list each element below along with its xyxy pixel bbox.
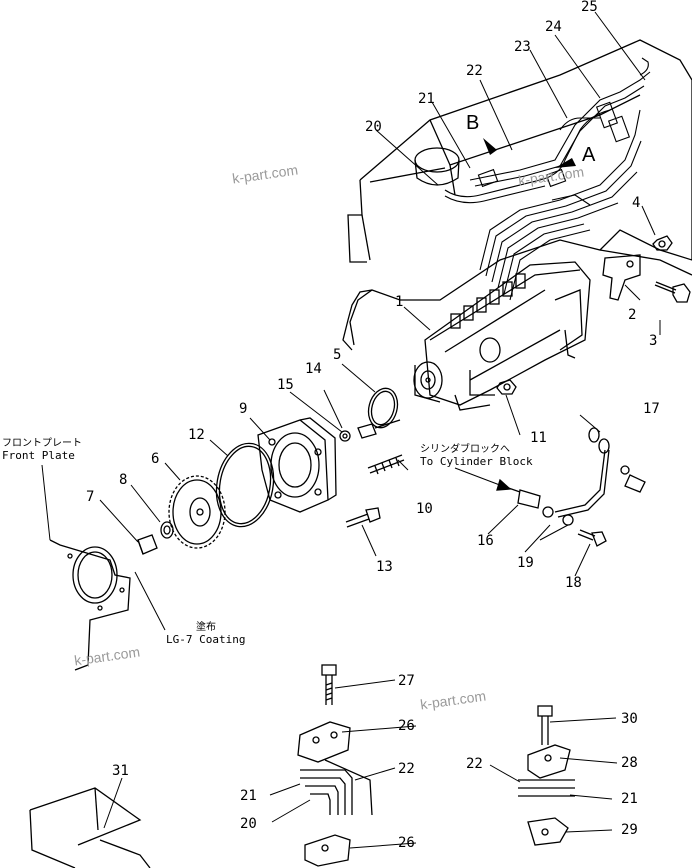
bolt-30 — [537, 705, 553, 745]
callout-7: 7 — [86, 489, 95, 505]
callout-12: 12 — [188, 427, 205, 443]
callout-14: 14 — [305, 361, 322, 377]
clamp-28 — [527, 744, 571, 779]
stud-bolt — [367, 454, 405, 475]
clamp-lower — [304, 834, 351, 867]
callout-22: 22 — [466, 63, 483, 79]
callout-22b: 22 — [398, 761, 415, 777]
pipe-set — [300, 759, 373, 816]
callout-28: 28 — [621, 755, 638, 771]
engine-block — [342, 39, 692, 351]
pipe-set-right — [518, 779, 575, 797]
cylinder-block-arrow-line — [454, 467, 506, 488]
callout-18: 18 — [565, 575, 582, 591]
tool-31 — [29, 787, 151, 868]
callout-27: 27 — [398, 673, 415, 689]
view-b-arrow-icon — [483, 138, 497, 155]
clamp-29 — [527, 817, 569, 846]
callout-20b: 20 — [240, 816, 257, 832]
bracket — [602, 254, 641, 301]
o-ring-inner — [370, 390, 396, 426]
bolt — [577, 529, 607, 547]
coating-label: LG-7 Coating — [166, 633, 246, 646]
callout-13: 13 — [376, 559, 393, 575]
cylinder-block-label: To Cylinder Block — [420, 455, 533, 468]
callout-25: 25 — [581, 0, 598, 15]
fuel-return-line — [499, 427, 610, 526]
callout-21: 21 — [418, 91, 435, 107]
callout-10: 10 — [416, 501, 433, 517]
callout-20: 20 — [365, 119, 382, 135]
washer-and-bolt — [339, 419, 401, 442]
callout-21b: 21 — [240, 788, 257, 804]
front-plate — [49, 539, 131, 671]
callout-5: 5 — [333, 347, 342, 363]
pump-adapter-housing — [257, 417, 337, 513]
nut — [137, 534, 158, 555]
callout-23: 23 — [514, 39, 531, 55]
nut — [496, 379, 517, 395]
callout-22c: 22 — [466, 756, 483, 772]
view-b-label: B — [466, 112, 480, 134]
banjo-bolt — [620, 465, 646, 493]
callout-31: 31 — [112, 763, 129, 779]
nut — [652, 235, 673, 251]
callout-24: 24 — [545, 19, 562, 35]
callout-8: 8 — [119, 472, 128, 488]
callout-19: 19 — [517, 555, 534, 571]
callout-17: 17 — [643, 401, 660, 417]
view-a-label: A — [582, 144, 596, 166]
view-arrows — [483, 138, 576, 168]
callout-9: 9 — [239, 401, 248, 417]
cylinder-block-label-jp: シリンダブロックへ — [420, 444, 510, 455]
callout-29: 29 — [621, 822, 638, 838]
callout-11: 11 — [530, 430, 547, 446]
callout-4: 4 — [632, 195, 641, 211]
callout-2: 2 — [628, 307, 637, 323]
clamp-upper — [297, 721, 351, 763]
callout-3: 3 — [649, 333, 658, 349]
callout-6: 6 — [151, 451, 160, 467]
view-a-arrow-icon — [555, 158, 576, 168]
callout-16: 16 — [477, 533, 494, 549]
callout-21c: 21 — [621, 791, 638, 807]
callout-15: 15 — [277, 377, 294, 393]
gasket-inner — [218, 445, 272, 525]
callout-26a: 26 — [398, 718, 415, 734]
washer-hole — [163, 525, 171, 535]
callout-30: 30 — [621, 711, 638, 727]
bolt-27 — [321, 664, 337, 705]
washer — [160, 521, 174, 539]
coating-label-jp: 塗布 — [196, 622, 216, 633]
leader-lines — [41, 11, 661, 849]
injection-pipes — [444, 57, 651, 301]
callout-1: 1 — [395, 294, 404, 310]
drive-gear — [168, 475, 226, 549]
gasket — [215, 442, 275, 528]
bolt — [654, 281, 691, 303]
front-plate-label: Front Plate — [2, 449, 75, 462]
bolt — [345, 507, 381, 528]
cylinder-block-arrow-icon — [496, 478, 512, 491]
front-plate-label-jp: フロントプレート — [2, 438, 82, 449]
injection-pump — [413, 261, 591, 411]
callout-26b: 26 — [398, 835, 415, 851]
